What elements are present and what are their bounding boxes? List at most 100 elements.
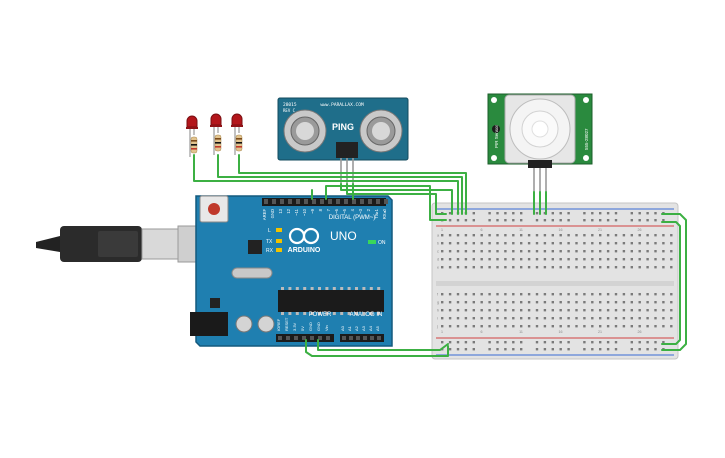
breadboard-hole[interactable]: [599, 301, 602, 304]
breadboard-hole[interactable]: [551, 266, 554, 269]
breadboard-hole[interactable]: [441, 266, 444, 269]
breadboard-hole[interactable]: [464, 242, 468, 245]
breadboard-hole[interactable]: [512, 258, 515, 261]
breadboard-hole[interactable]: [599, 317, 602, 320]
breadboard-hole[interactable]: [480, 250, 483, 253]
breadboard-hole[interactable]: [441, 258, 444, 261]
breadboard-hole[interactable]: [472, 317, 475, 320]
breadboard-hole[interactable]: [670, 301, 673, 304]
breadboard-hole[interactable]: [614, 266, 618, 269]
breadboard-hole[interactable]: [559, 309, 562, 312]
breadboard-hole[interactable]: [559, 325, 562, 328]
breadboard-hole[interactable]: [448, 258, 452, 261]
breadboard-hole[interactable]: [630, 301, 633, 304]
breadboard-hole[interactable]: [646, 242, 649, 245]
rail-hole[interactable]: [464, 341, 468, 344]
breadboard-hole[interactable]: [512, 293, 515, 296]
rail-hole[interactable]: [456, 219, 460, 222]
rail-hole[interactable]: [504, 219, 507, 222]
breadboard-hole[interactable]: [543, 234, 547, 237]
rail-hole[interactable]: [614, 212, 618, 215]
breadboard-hole[interactable]: [448, 325, 452, 328]
breadboard-hole[interactable]: [599, 258, 602, 261]
breadboard-hole[interactable]: [551, 250, 554, 253]
breadboard-hole[interactable]: [551, 301, 554, 304]
breadboard-hole[interactable]: [488, 301, 491, 304]
breadboard-hole[interactable]: [599, 325, 602, 328]
breadboard-hole[interactable]: [630, 242, 633, 245]
breadboard-hole[interactable]: [496, 317, 499, 320]
breadboard-hole[interactable]: [622, 234, 626, 237]
usb-cable[interactable]: [36, 225, 201, 263]
breadboard-hole[interactable]: [567, 309, 570, 312]
breadboard-hole[interactable]: [559, 293, 562, 296]
breadboard-hole[interactable]: [575, 309, 578, 312]
wire-ping-sig[interactable]: [346, 183, 447, 215]
rail-hole[interactable]: [606, 348, 610, 351]
breadboard-hole[interactable]: [614, 250, 618, 253]
breadboard-hole[interactable]: [535, 309, 539, 312]
breadboard-hole[interactable]: [504, 317, 507, 320]
breadboard-hole[interactable]: [559, 250, 562, 253]
breadboard-hole[interactable]: [535, 234, 539, 237]
rail-hole[interactable]: [638, 348, 641, 351]
breadboard-hole[interactable]: [670, 234, 673, 237]
breadboard-hole[interactable]: [583, 234, 586, 237]
breadboard-hole[interactable]: [504, 325, 507, 328]
breadboard-hole[interactable]: [496, 250, 499, 253]
breadboard-hole[interactable]: [504, 266, 507, 269]
rail-hole[interactable]: [567, 348, 570, 351]
rail-hole[interactable]: [583, 219, 586, 222]
breadboard-hole[interactable]: [551, 309, 554, 312]
breadboard-hole[interactable]: [512, 325, 515, 328]
breadboard-hole[interactable]: [614, 293, 618, 296]
rail-hole[interactable]: [488, 212, 491, 215]
breadboard-hole[interactable]: [654, 301, 657, 304]
breadboard-hole[interactable]: [670, 258, 673, 261]
breadboard-hole[interactable]: [504, 234, 507, 237]
breadboard-hole[interactable]: [654, 258, 657, 261]
rail-hole[interactable]: [535, 219, 539, 222]
breadboard-hole[interactable]: [599, 234, 602, 237]
power-jack[interactable]: [190, 312, 228, 336]
breadboard-hole[interactable]: [464, 309, 468, 312]
breadboard-hole[interactable]: [591, 309, 594, 312]
breadboard-hole[interactable]: [480, 309, 483, 312]
breadboard-hole[interactable]: [504, 258, 507, 261]
breadboard-hole[interactable]: [472, 293, 475, 296]
power-pin-hole[interactable]: [302, 336, 306, 340]
breadboard-hole[interactable]: [472, 234, 475, 237]
breadboard-hole[interactable]: [456, 250, 460, 253]
pir-potentiometer[interactable]: [492, 125, 500, 133]
breadboard-hole[interactable]: [448, 317, 452, 320]
digital-pin-hole[interactable]: [288, 199, 292, 204]
power-pin-hole[interactable]: [294, 336, 298, 340]
breadboard-hole[interactable]: [551, 325, 554, 328]
rail-hole[interactable]: [464, 348, 468, 351]
rail-hole[interactable]: [583, 348, 586, 351]
breadboard-hole[interactable]: [646, 266, 649, 269]
breadboard-hole[interactable]: [480, 234, 483, 237]
breadboard-hole[interactable]: [551, 293, 554, 296]
breadboard-hole[interactable]: [480, 293, 483, 296]
power-pin-hole[interactable]: [286, 336, 290, 340]
rail-hole[interactable]: [606, 341, 610, 344]
rail-hole[interactable]: [583, 341, 586, 344]
breadboard-hole[interactable]: [670, 309, 673, 312]
breadboard-hole[interactable]: [591, 258, 594, 261]
breadboard-hole[interactable]: [614, 309, 618, 312]
breadboard-hole[interactable]: [551, 242, 554, 245]
breadboard-hole[interactable]: [480, 325, 483, 328]
breadboard-hole[interactable]: [520, 317, 523, 320]
breadboard-hole[interactable]: [606, 258, 610, 261]
breadboard-hole[interactable]: [488, 250, 491, 253]
breadboard-hole[interactable]: [456, 293, 460, 296]
breadboard-hole[interactable]: [441, 309, 444, 312]
breadboard-hole[interactable]: [622, 258, 626, 261]
breadboard-hole[interactable]: [662, 309, 665, 312]
breadboard-hole[interactable]: [472, 301, 475, 304]
breadboard-hole[interactable]: [504, 301, 507, 304]
breadboard-hole[interactable]: [448, 301, 452, 304]
rail-hole[interactable]: [591, 212, 594, 215]
